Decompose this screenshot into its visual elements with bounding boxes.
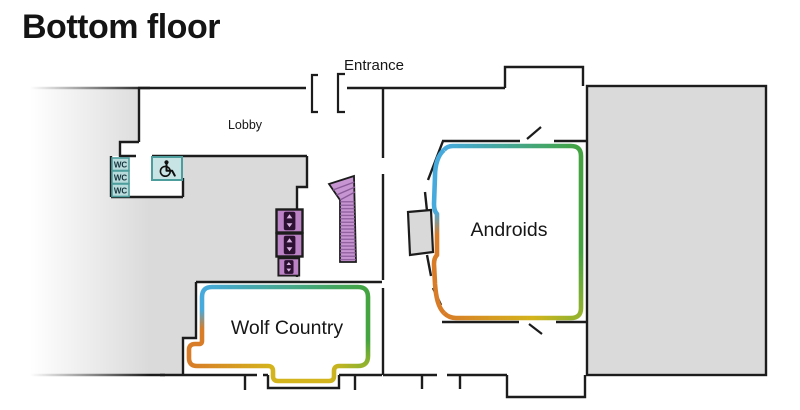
wc-boxes bbox=[111, 157, 130, 198]
wc-label: WC bbox=[114, 173, 128, 182]
bottom-wall-left bbox=[160, 373, 382, 390]
wc-box bbox=[111, 183, 130, 198]
accessible-wc bbox=[151, 156, 183, 181]
wc-labels: WC WC WC bbox=[114, 160, 128, 195]
wc-label: WC bbox=[114, 160, 128, 169]
elevator-icon bbox=[275, 208, 304, 234]
elevator-icon bbox=[275, 232, 304, 258]
entrance-door-brackets bbox=[310, 72, 345, 114]
wolf-country-room bbox=[189, 287, 368, 381]
wc-room-walls bbox=[109, 154, 307, 199]
androids-label: Androids bbox=[471, 219, 548, 241]
wolf-west-wall bbox=[181, 282, 198, 376]
lobby-label: Lobby bbox=[228, 118, 263, 132]
nonpublic-area-right bbox=[585, 84, 768, 377]
androids-north-door-swing bbox=[526, 126, 542, 140]
entrance-label: Entrance bbox=[344, 57, 404, 74]
androids-room bbox=[434, 148, 581, 318]
elevator-icon bbox=[277, 257, 301, 277]
page-title: Bottom floor bbox=[22, 8, 220, 46]
top-wall-east bbox=[347, 65, 585, 90]
bottom-wall-right bbox=[383, 373, 587, 399]
wc-label: WC bbox=[114, 186, 128, 195]
wolf-country-border bbox=[186, 284, 371, 384]
elevators bbox=[275, 208, 304, 277]
androids-border bbox=[431, 143, 584, 321]
wolf-country-label: Wolf Country bbox=[231, 317, 344, 339]
walls bbox=[109, 65, 587, 399]
wheelchair-icon bbox=[159, 160, 176, 178]
room-labels: Entrance Lobby Wolf Country Androids bbox=[228, 57, 548, 339]
androids-entry-kiosk bbox=[406, 208, 435, 257]
lobby-west-wall bbox=[118, 88, 141, 157]
stairs-icon bbox=[327, 174, 357, 263]
androids-south-door-swing bbox=[528, 323, 543, 335]
nonpublic-area-left bbox=[20, 86, 307, 377]
